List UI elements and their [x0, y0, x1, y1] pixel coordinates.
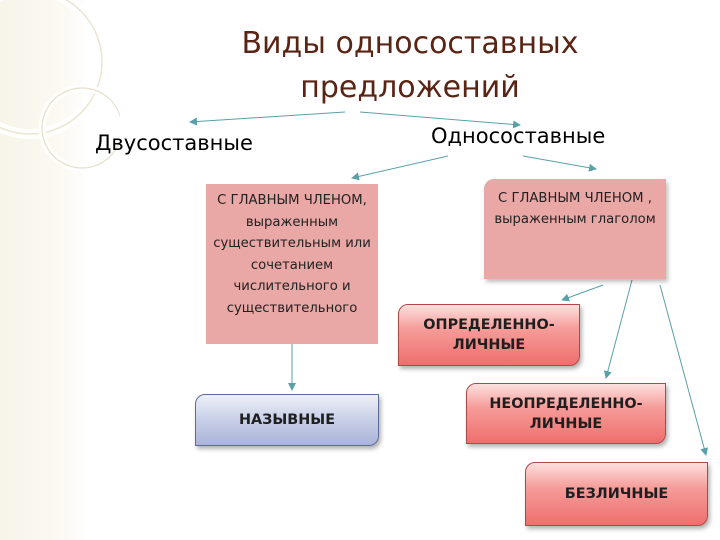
- heading-two-part: Двусоставные: [95, 131, 253, 155]
- arrow-to-definite: [561, 284, 604, 302]
- type-nominative: НАЗЫВНЫЕ: [195, 394, 379, 446]
- arrow-to-indefinite: [603, 279, 633, 379]
- decorative-rings: [0, 0, 120, 172]
- arrow-to-one-part: [359, 111, 521, 129]
- type-impersonal: БЕЗЛИЧНЫЕ: [525, 462, 708, 526]
- group-verb-main-member: С ГЛАВНЫМ ЧЛЕНОМ , выраженным глаголом: [484, 179, 666, 279]
- arrow-to-two-part: [189, 111, 346, 126]
- group-noun-main-member: С ГЛАВНЫМ ЧЛЕНОМ, выраженным существител…: [206, 184, 378, 344]
- arrow-to-impersonal: [659, 284, 709, 456]
- arrow-to-verb-group: [522, 155, 597, 172]
- heading-one-part: Односоставные: [431, 124, 606, 148]
- type-indefinite-personal: НЕОПРЕДЕЛЕННО-ЛИЧНЫЕ: [466, 383, 666, 444]
- page-title: Виды односоставных предложений: [241, 26, 579, 105]
- arrow-to-noun-group: [351, 155, 449, 181]
- type-definite-personal: ОПРЕДЕЛЕННО-ЛИЧНЫЕ: [398, 304, 580, 366]
